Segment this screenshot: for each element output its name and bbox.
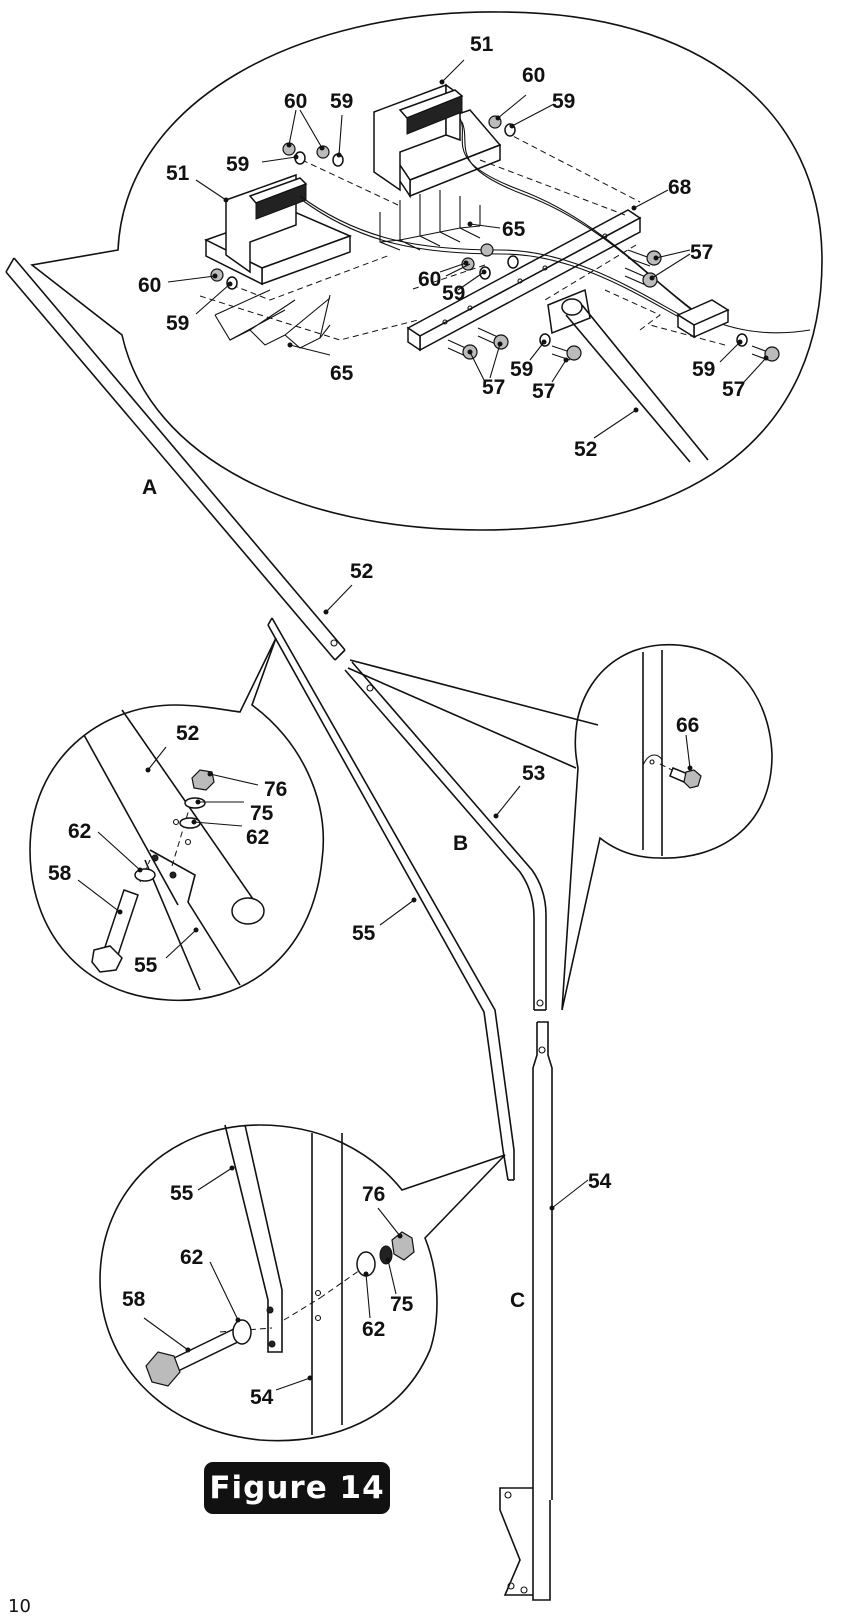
- callout-65: 65: [502, 218, 526, 241]
- callout-59: 59: [330, 90, 353, 113]
- hex-nut-icon: [391, 1231, 415, 1261]
- washer-icon: [179, 817, 201, 829]
- callout-57: 57: [532, 380, 555, 403]
- alignment-lines-top: [199, 131, 726, 346]
- callout-51: 51: [166, 162, 190, 185]
- callout-60: 60: [522, 64, 545, 87]
- shield-65-lower: [214, 289, 331, 349]
- callout-59: 59: [166, 312, 189, 335]
- callout-55: 55: [170, 1182, 194, 1205]
- hex-bolt-icon: [145, 1325, 248, 1387]
- callout-62: 62: [362, 1318, 385, 1341]
- shield-65-upper: [379, 190, 481, 251]
- section-label-c: C: [510, 1289, 525, 1312]
- callout-54: 54: [250, 1386, 274, 1409]
- callout-59: 59: [510, 358, 533, 381]
- magnet-block-51-right: [373, 83, 502, 199]
- callout-51: 51: [470, 33, 494, 56]
- detail-balloon-right: [347, 643, 773, 1011]
- washer-icon: [184, 797, 206, 809]
- hex-bolt-icon: [477, 327, 509, 350]
- cables: [299, 117, 811, 334]
- page-number: 10: [8, 1596, 31, 1617]
- leader-lines: [77, 59, 769, 1391]
- callout-62: 62: [246, 826, 269, 849]
- callout-53: 53: [522, 762, 545, 785]
- callout-55: 55: [134, 954, 158, 977]
- callout-52: 52: [350, 560, 373, 583]
- callout-76: 76: [264, 778, 287, 801]
- callout-65: 65: [330, 362, 354, 385]
- tube-52-mount: [547, 288, 709, 463]
- tube-55: [267, 617, 515, 1181]
- callout-60: 60: [418, 268, 441, 291]
- callout-54: 54: [588, 1170, 612, 1193]
- callout-labels: 51 60 59 59 51 60 59 68 65 57 60 59 60 5…: [48, 33, 745, 1409]
- tube-54: [499, 1021, 553, 1601]
- tube-52: [5, 257, 346, 661]
- detail-balloon-left: [29, 637, 324, 1002]
- callout-60: 60: [284, 90, 307, 113]
- callout-57: 57: [722, 378, 745, 401]
- hex-nut-icon: [480, 243, 494, 257]
- callout-59: 59: [692, 358, 715, 381]
- callout-59: 59: [552, 90, 575, 113]
- junction-box: [676, 299, 730, 339]
- tube-53: [344, 661, 547, 1011]
- hex-bolt-icon: [551, 345, 582, 361]
- callout-58: 58: [122, 1288, 146, 1311]
- callout-62: 62: [180, 1246, 203, 1269]
- callout-58: 58: [48, 862, 72, 885]
- callout-75: 75: [250, 802, 274, 825]
- bracket-68: [406, 209, 642, 352]
- callout-62: 62: [68, 820, 91, 843]
- hex-bolt-icon: [91, 889, 139, 973]
- callout-59: 59: [226, 153, 249, 176]
- callout-57: 57: [690, 241, 713, 264]
- figure-title-badge: [204, 1462, 390, 1514]
- figure-title: Figure 14: [209, 1470, 385, 1506]
- hardware-top: [210, 115, 780, 362]
- callout-57: 57: [482, 376, 505, 399]
- detail-balloon-a: [30, 11, 823, 531]
- washer-icon: [507, 255, 519, 269]
- detail-balloon-bottom: [99, 1124, 506, 1442]
- callout-52: 52: [574, 438, 597, 461]
- magnet-block-51-left: [204, 173, 353, 286]
- callout-52: 52: [176, 722, 199, 745]
- callout-66: 66: [676, 714, 699, 737]
- washer-icon: [232, 1319, 252, 1345]
- callout-76: 76: [362, 1183, 385, 1206]
- callout-75: 75: [390, 1293, 414, 1316]
- callout-55: 55: [352, 922, 376, 945]
- section-label-a: A: [142, 476, 157, 499]
- callout-59: 59: [442, 282, 465, 305]
- hex-bolt-icon: [669, 767, 702, 789]
- callout-60: 60: [138, 274, 161, 297]
- callout-68: 68: [668, 176, 692, 199]
- section-label-b: B: [453, 832, 468, 855]
